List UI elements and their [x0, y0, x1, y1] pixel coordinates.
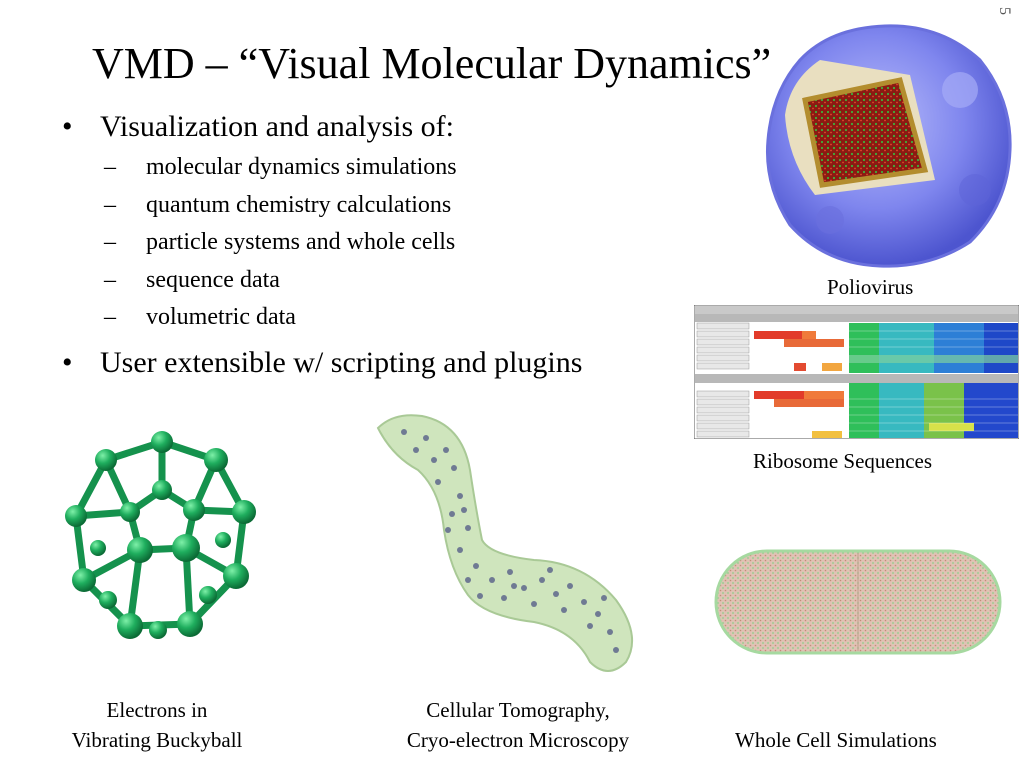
ribosome-caption: Ribosome Sequences — [753, 449, 933, 473]
slide-title: VMD – “Visual Molecular Dynamics” — [92, 39, 772, 88]
sub-bullet-item: sequence data — [100, 262, 676, 300]
page-number: 5 — [996, 7, 1013, 15]
sub-bullet-item: particle systems and whole cells — [100, 224, 676, 262]
tomography-caption-line1: Cellular Tomography, — [426, 698, 610, 722]
tomography-caption-line2: Cryo-electron Microscopy — [406, 728, 630, 752]
ribosome-sequences-image — [694, 305, 1019, 439]
bullet-item: User extensible w/ scripting and plugins — [56, 341, 676, 385]
buckyball-caption-line2: Vibrating Buckyball — [71, 728, 243, 752]
whole-cell-caption: Whole Cell Simulations — [735, 728, 937, 752]
buckyball-image — [65, 431, 256, 639]
tomography-caption: Cellular Tomography, Cryo-electron Micro… — [378, 695, 658, 755]
bullet-text: User extensible w/ scripting and plugins — [100, 345, 583, 379]
sub-bullet-item: molecular dynamics simulations — [100, 149, 676, 187]
sub-bullet-list: molecular dynamics simulations quantum c… — [100, 149, 676, 337]
bullet-item: Visualization and analysis of: molecular… — [56, 105, 676, 337]
bullet-text: Visualization and analysis of: — [100, 110, 454, 143]
whole-cell-image — [714, 549, 1002, 655]
poliovirus-caption: Poliovirus — [827, 275, 914, 299]
bullet-list: Visualization and analysis of: molecular… — [56, 105, 676, 385]
buckyball-caption: Electrons in Vibrating Buckyball — [52, 695, 262, 755]
sub-bullet-item: quantum chemistry calculations — [100, 187, 676, 225]
poliovirus-image — [766, 24, 1012, 268]
sub-bullet-item: volumetric data — [100, 299, 676, 337]
tomography-image — [376, 414, 633, 672]
buckyball-caption-line1: Electrons in — [106, 698, 208, 722]
